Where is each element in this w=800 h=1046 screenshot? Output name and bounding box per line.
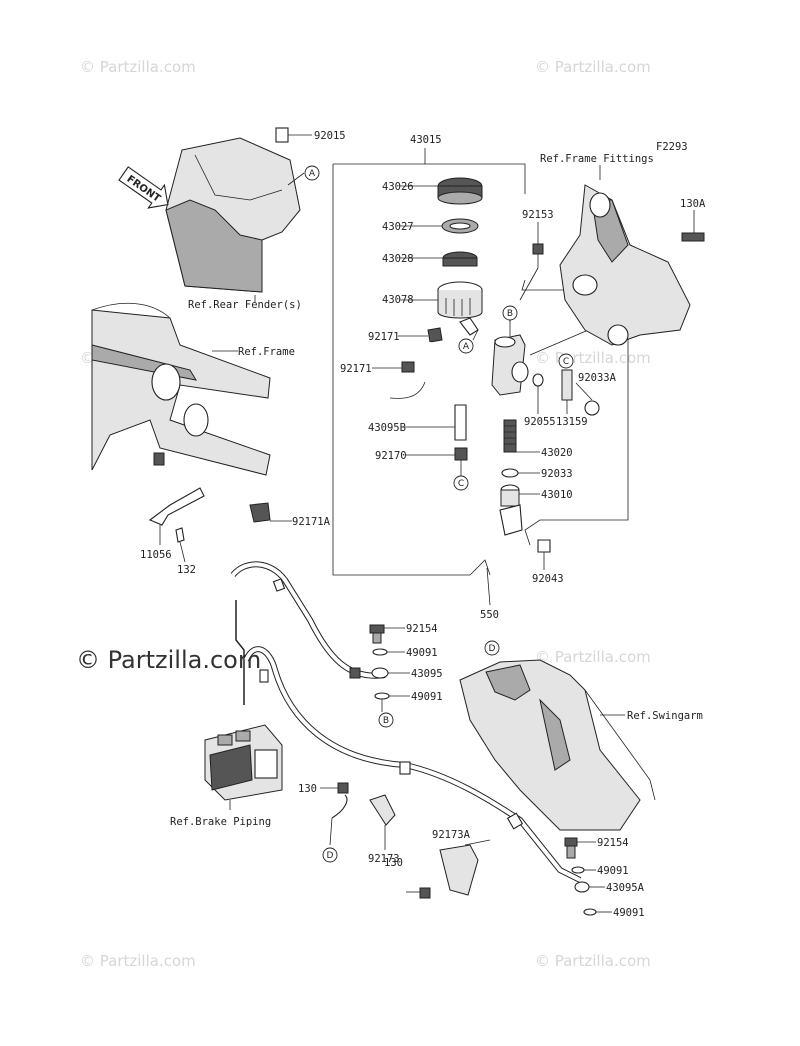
part-label: 92154	[597, 837, 629, 849]
ref-frame: Ref.Frame	[238, 346, 295, 358]
watermark: © Partzilla.com	[535, 349, 651, 367]
part-labels: 92015 43015 43026 43027 43028 43078 9217…	[140, 130, 706, 919]
callouts: A A B B C C D D	[304, 165, 574, 863]
watermark-large: © Partzilla.com	[76, 646, 261, 674]
part-label: 92171	[368, 331, 400, 343]
part-label: 92153	[522, 209, 554, 221]
part-label: 43095B	[368, 422, 406, 434]
part-label: 49091	[613, 907, 645, 919]
part-label: 43010	[541, 489, 573, 501]
reference-labels: Ref.Rear Fender(s) Ref.Frame Ref.Frame F…	[170, 153, 703, 828]
part-label: 92170	[375, 450, 407, 462]
part-label: 43027	[382, 221, 414, 233]
abs-unit	[204, 724, 283, 810]
brake-lines	[230, 561, 582, 883]
part-label: 92033A	[578, 372, 617, 384]
part-label: 43015	[410, 134, 442, 146]
callout-c: C	[563, 357, 569, 367]
part-label: 550	[480, 609, 499, 621]
assembly-43015-frame	[332, 148, 629, 576]
swingarm	[459, 659, 656, 831]
callout-a: A	[463, 342, 470, 352]
part-label: 130A	[680, 198, 706, 210]
part-label: 43095	[411, 668, 443, 680]
ref-frame-fittings: Ref.Frame Fittings	[540, 153, 654, 165]
part-label: 43095A	[606, 882, 645, 894]
watermark: © Partzilla.com	[535, 952, 651, 970]
diagram-code: F2293	[656, 141, 688, 153]
lower-fittings	[320, 624, 612, 916]
part-label: 92173A	[432, 829, 471, 841]
watermark: © Partzilla.com	[535, 58, 651, 76]
ref-rear-fender: Ref.Rear Fender(s)	[188, 299, 302, 311]
watermark: © Partzilla.com	[80, 952, 196, 970]
part-label: 49091	[597, 865, 629, 877]
callout-c: C	[458, 479, 464, 489]
part-label: 43028	[382, 253, 414, 265]
part-label: 92015	[314, 130, 346, 142]
part-label: 49091	[411, 691, 443, 703]
callout-b: B	[507, 309, 513, 319]
part-label: 92055	[524, 416, 556, 428]
watermark: © Partzilla.com	[535, 648, 651, 666]
master-cylinder	[357, 177, 601, 606]
part-label: 43020	[541, 447, 573, 459]
frame-fittings	[559, 165, 705, 346]
part-label: 130	[384, 857, 403, 869]
ref-swingarm: Ref.Swingarm	[627, 710, 703, 722]
callout-d: D	[327, 851, 334, 861]
part-label: 92033	[541, 468, 573, 480]
part-label: 49091	[406, 647, 438, 659]
part-label: 130	[298, 783, 317, 795]
watermark: © Partzilla.com	[80, 58, 196, 76]
part-label: 13159	[556, 416, 588, 428]
callout-d: D	[489, 644, 496, 654]
part-label: 92154	[406, 623, 438, 635]
part-label: 132	[177, 564, 196, 576]
part-label: 11056	[140, 549, 172, 561]
ref-brake-piping: Ref.Brake Piping	[170, 816, 271, 828]
part-label: 92171	[340, 363, 372, 375]
part-label: 92171A	[292, 516, 331, 528]
callout-a: A	[309, 169, 316, 179]
rear-fender	[165, 127, 312, 302]
part-label: 43078	[382, 294, 414, 306]
part-label: 92043	[532, 573, 564, 585]
part-label: 92173	[368, 853, 400, 865]
callout-b: B	[383, 716, 389, 726]
frame	[91, 302, 292, 563]
part-label: 43026	[382, 181, 414, 193]
